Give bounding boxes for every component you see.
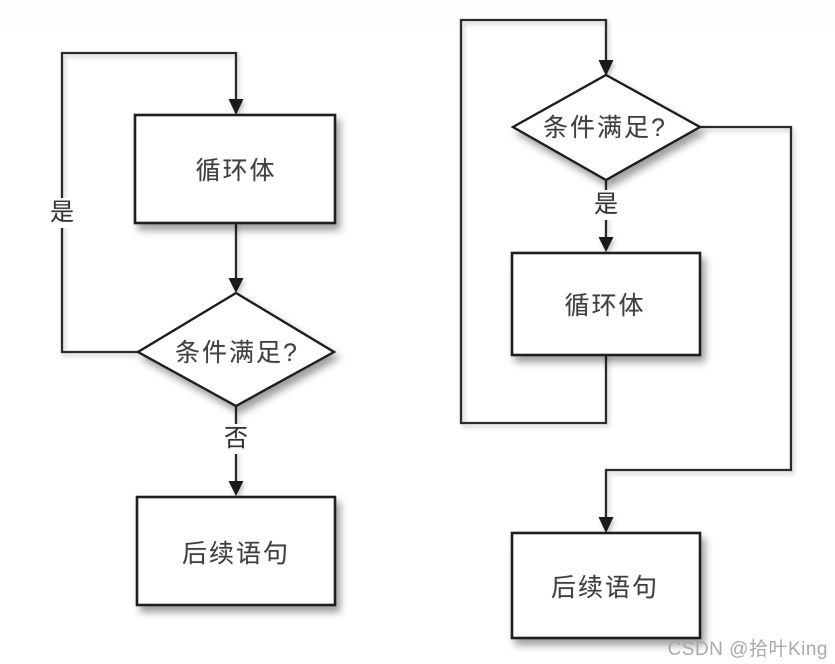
left-condition-label: 条件满足? (175, 339, 299, 367)
csdn-watermark: CSDN @拾叶King (667, 639, 828, 660)
right-followup-label: 后续语句 (550, 574, 660, 602)
right-condition-to-body-arrowhead-icon (598, 237, 614, 252)
right-condition-node (510, 73, 703, 182)
left-loop-body-node (133, 113, 337, 225)
left-yes-edge-label: 是 (48, 198, 76, 228)
left-loop-body-label: 循环体 (195, 157, 277, 185)
left-loopback-wire (60, 51, 238, 354)
left-followup-node (135, 495, 337, 607)
left-body-to-condition-arrowhead-icon (228, 278, 244, 293)
right-loop-body-label: 循环体 (564, 292, 646, 320)
right-exit-arrowhead-icon (598, 517, 614, 533)
left-no-edge-label: 否 (222, 424, 250, 454)
right-loopback-wire (459, 18, 608, 425)
right-exit-wire (604, 125, 793, 518)
right-condition-label: 条件满足? (543, 114, 667, 142)
left-flowchart (60, 51, 337, 607)
right-loop-body-node (510, 251, 702, 357)
right-loopback-arrowhead-icon (598, 60, 614, 76)
left-followup-label: 后续语句 (181, 540, 291, 568)
right-yes-edge-label: 是 (592, 190, 620, 220)
left-condition-to-followup-arrowhead-icon (228, 481, 244, 496)
left-condition-node (135, 291, 337, 408)
right-followup-node (510, 531, 702, 640)
left-loopback-arrowhead-icon (228, 99, 244, 115)
right-flowchart (459, 18, 793, 640)
